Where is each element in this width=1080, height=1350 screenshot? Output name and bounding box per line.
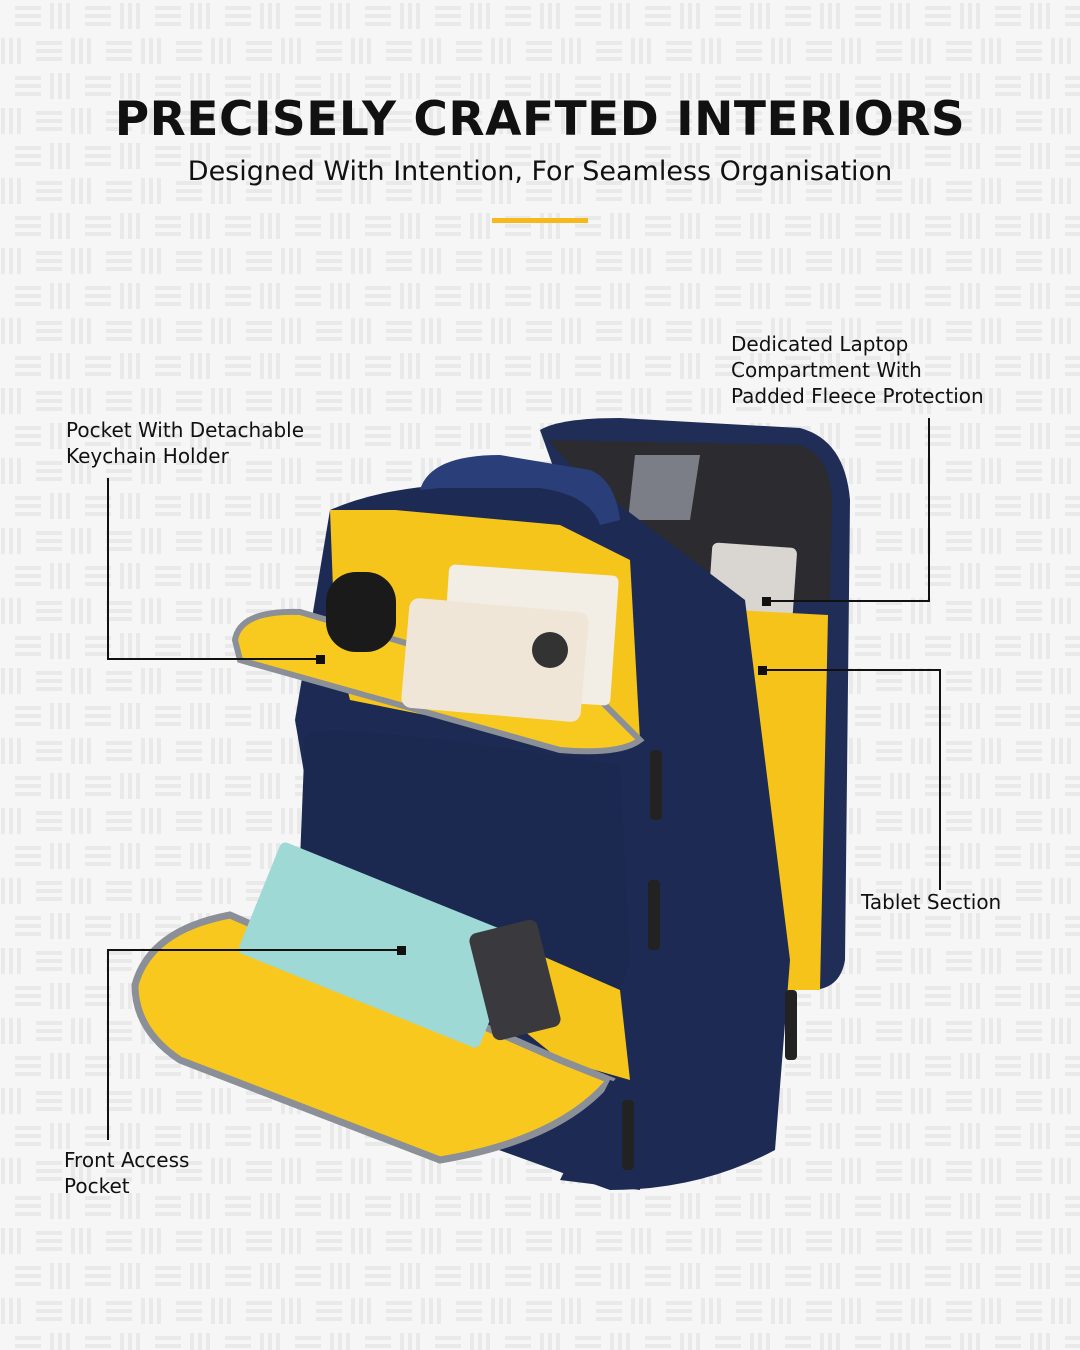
laptop-callout-line — [766, 418, 930, 602]
page-title: PRECISELY CRAFTED INTERIORS — [114, 92, 966, 147]
callout-line: Front Access — [64, 1148, 190, 1172]
callout-tablet-section: Tablet Section — [861, 889, 1001, 915]
keychain-callout-line — [107, 478, 320, 660]
callout-line: Pocket — [64, 1174, 130, 1198]
front-pocket-callout-marker — [397, 946, 406, 955]
callout-line: Compartment With — [731, 358, 922, 382]
callout-line: Tablet Section — [861, 890, 1002, 914]
callout-keychain-pocket: Pocket With Detachable Keychain Holder — [66, 417, 304, 469]
page-subtitle: Designed With Intention, For Seamless Or… — [187, 156, 893, 187]
laptop-callout-marker — [762, 597, 771, 606]
callout-line: Keychain Holder — [66, 444, 229, 468]
accent-divider — [492, 218, 588, 223]
callout-line: Padded Fleece Protection — [731, 384, 984, 408]
callout-front-access-pocket: Front Access Pocket — [64, 1147, 189, 1199]
callout-line: Dedicated Laptop — [731, 332, 909, 356]
front-pocket-callout-line — [107, 949, 400, 1140]
tablet-callout-line — [762, 669, 941, 890]
keychain-callout-marker — [316, 655, 325, 664]
callout-line: Pocket With Detachable — [66, 418, 305, 442]
tablet-callout-marker — [758, 666, 767, 675]
callout-laptop-compartment: Dedicated Laptop Compartment With Padded… — [731, 331, 984, 409]
